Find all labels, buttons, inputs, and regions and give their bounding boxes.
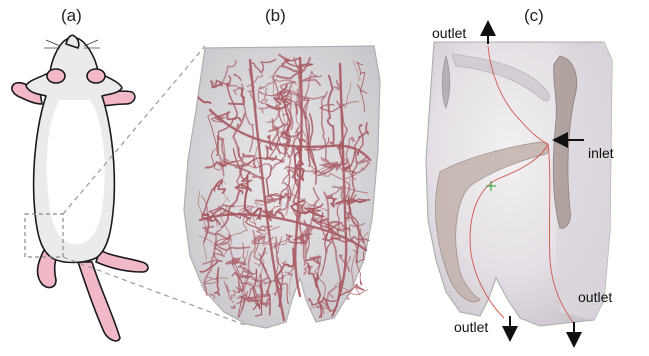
panel-b: (b) — [184, 6, 380, 328]
mouse-hind-foot-right — [96, 250, 148, 272]
panel-a: (a) — [12, 6, 148, 341]
mouse-tail — [78, 262, 120, 341]
mouse-ear-left — [47, 69, 65, 83]
panel-c-label: (c) — [524, 6, 544, 25]
mouse-ear-right — [87, 69, 105, 83]
panel-a-label: (a) — [61, 6, 82, 25]
outlet-bottom-right-label: outlet — [578, 289, 612, 305]
panel-b-label: (b) — [265, 6, 286, 25]
panel-c: (c) outlet inlet outlet — [426, 6, 614, 340]
outlet-bottom-left-label: outlet — [454, 319, 488, 335]
mouse-belly — [47, 100, 105, 244]
outlet-top-label: outlet — [432, 25, 466, 41]
inlet-label: inlet — [588, 145, 614, 161]
